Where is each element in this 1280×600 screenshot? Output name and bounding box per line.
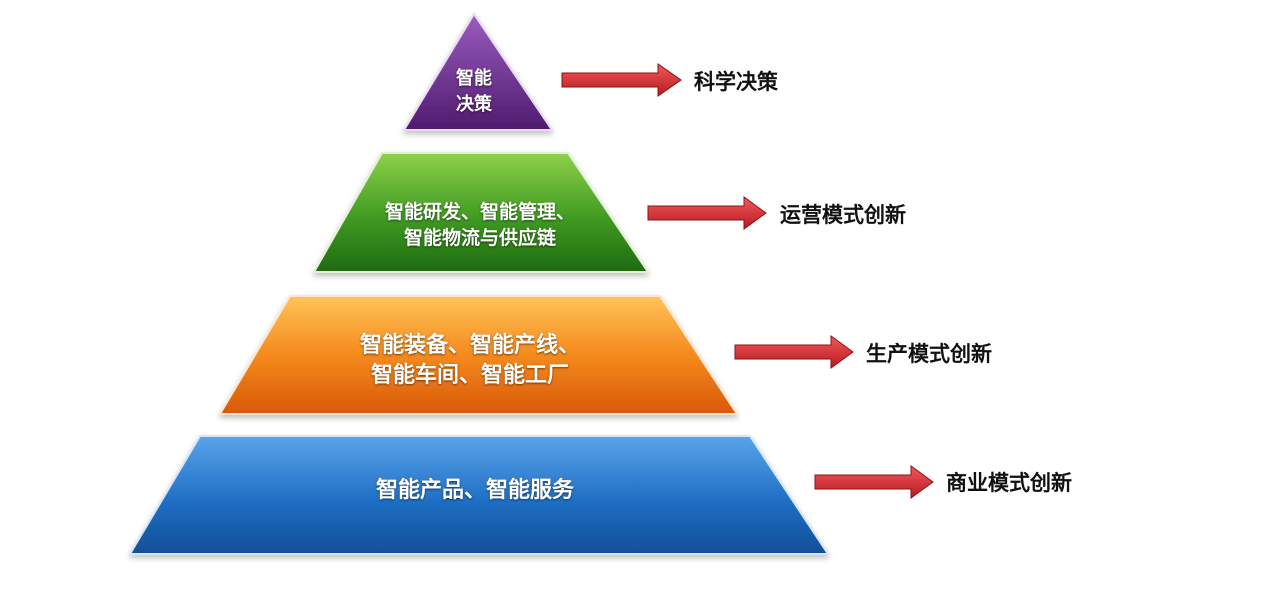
label-tier-top: 科学决策: [694, 70, 778, 94]
label-tier-4: 商业模式创新: [946, 471, 1072, 495]
tier-3-line-1: 智能装备、智能产线、: [359, 333, 580, 358]
label-tier-3: 生产模式创新: [866, 342, 992, 366]
tier-2-line-1: 智能研发、智能管理、: [384, 201, 575, 223]
tier-2-line-2: 智能物流与供应链: [403, 227, 556, 250]
label-tier-2: 运营模式创新: [780, 203, 906, 227]
arrow-tier-2: [647, 196, 767, 230]
tier-2-shape: [312, 152, 650, 273]
tier-3-text: 智能装备、智能产线、 智能车间、智能工厂: [320, 331, 620, 392]
tier-3-shape: [218, 295, 739, 415]
arrow-tier-top: [561, 63, 682, 97]
tier-3-line-2: 智能车间、智能工厂: [370, 363, 569, 389]
tier-4-line-1: 智能产品、智能服务: [375, 478, 574, 503]
tier-top-line-1: 智能: [456, 68, 492, 89]
tier-2-text: 智能研发、智能管理、 智能物流与供应链: [340, 199, 620, 251]
tier-4-shape: [128, 435, 830, 555]
arrow-tier-4: [814, 465, 934, 499]
tier-top-shape: [402, 12, 554, 131]
tier-4-text: 智能产品、智能服务: [320, 476, 630, 506]
arrow-tier-3: [734, 335, 854, 369]
tier-top-line-2: 决策: [456, 94, 492, 116]
tier-top-text: 智能 决策: [424, 66, 524, 118]
